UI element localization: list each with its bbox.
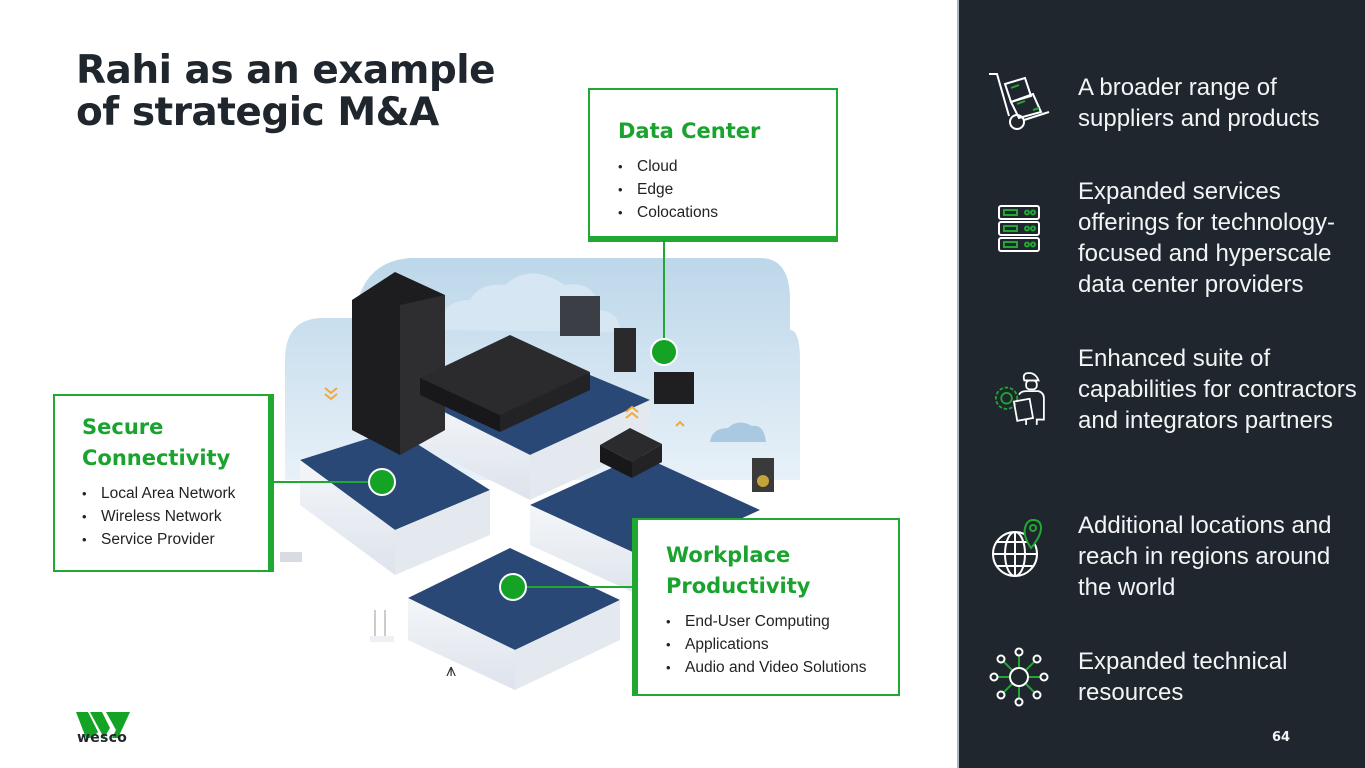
list-item: Local Area Network — [82, 482, 268, 505]
globe-location-icon — [992, 518, 1043, 577]
title-line-2: of strategic M&A — [76, 90, 439, 135]
list-item: Edge — [618, 178, 836, 201]
benefit-item: Enhanced suite of capabilities for contr… — [1078, 345, 1357, 434]
server-rack-icon — [998, 205, 1040, 252]
hotspot-markers — [368, 338, 678, 601]
heading-line-1: Workplace — [666, 543, 791, 567]
heading-line-2: Productivity — [666, 574, 811, 598]
connector-lines — [274, 242, 665, 588]
hotspot-secure-connectivity — [368, 468, 396, 496]
heading-line-1: Secure — [82, 415, 164, 439]
benefit-item: Expanded services offerings for technolo… — [1078, 178, 1336, 298]
slide-content: Rahi as an example of strategic M&A — [0, 0, 957, 768]
list-item: Service Provider — [82, 528, 268, 551]
brand-wordmark: wesco — [77, 730, 128, 746]
network-devices: ⩚ — [280, 552, 456, 681]
callout-heading: Workplace Productivity — [666, 540, 898, 602]
contractor-gear-icon — [995, 372, 1045, 425]
list-item: Cloud — [618, 155, 836, 178]
list-item: Wireless Network — [82, 505, 268, 528]
callout-secure-connectivity: Secure Connectivity Local Area Network W… — [53, 394, 274, 572]
callout-list: Local Area Network Wireless Network Serv… — [82, 482, 268, 551]
list-item: End-User Computing — [666, 610, 898, 633]
benefit-item: Additional locations and reach in region… — [1078, 512, 1332, 601]
page-number: 64 — [1272, 730, 1291, 745]
hand-truck-icon — [989, 73, 1050, 130]
hotspot-data-center — [650, 338, 678, 366]
list-item: Applications — [666, 633, 898, 656]
callout-workplace-productivity: Workplace Productivity End-User Computin… — [632, 518, 900, 696]
benefits-panel — [957, 0, 1365, 768]
title-line-1: Rahi as an example — [76, 48, 496, 93]
benefit-item: A broader range of suppliers and product… — [1078, 74, 1320, 132]
hotspot-workplace-productivity — [499, 573, 527, 601]
list-item: Colocations — [618, 201, 836, 224]
heading-line-2: Connectivity — [82, 446, 231, 470]
benefit-item: Expanded technical resources — [1078, 648, 1288, 706]
svg-text:⩚: ⩚ — [446, 660, 456, 681]
callout-data-center: Data Center Cloud Edge Colocations — [588, 88, 838, 242]
chevron-arrows — [324, 387, 685, 427]
list-item: Audio and Video Solutions — [666, 656, 898, 679]
server-racks — [352, 272, 774, 492]
network-hub-icon — [989, 647, 1049, 707]
wesco-logo-icon — [76, 712, 130, 738]
callout-list: Cloud Edge Colocations — [618, 155, 836, 224]
page-title: Rahi as an example of strategic M&A — [76, 48, 496, 135]
callout-heading: Secure Connectivity — [82, 412, 268, 474]
callout-heading: Data Center — [618, 119, 761, 143]
callout-list: End-User Computing Applications Audio an… — [666, 610, 898, 679]
